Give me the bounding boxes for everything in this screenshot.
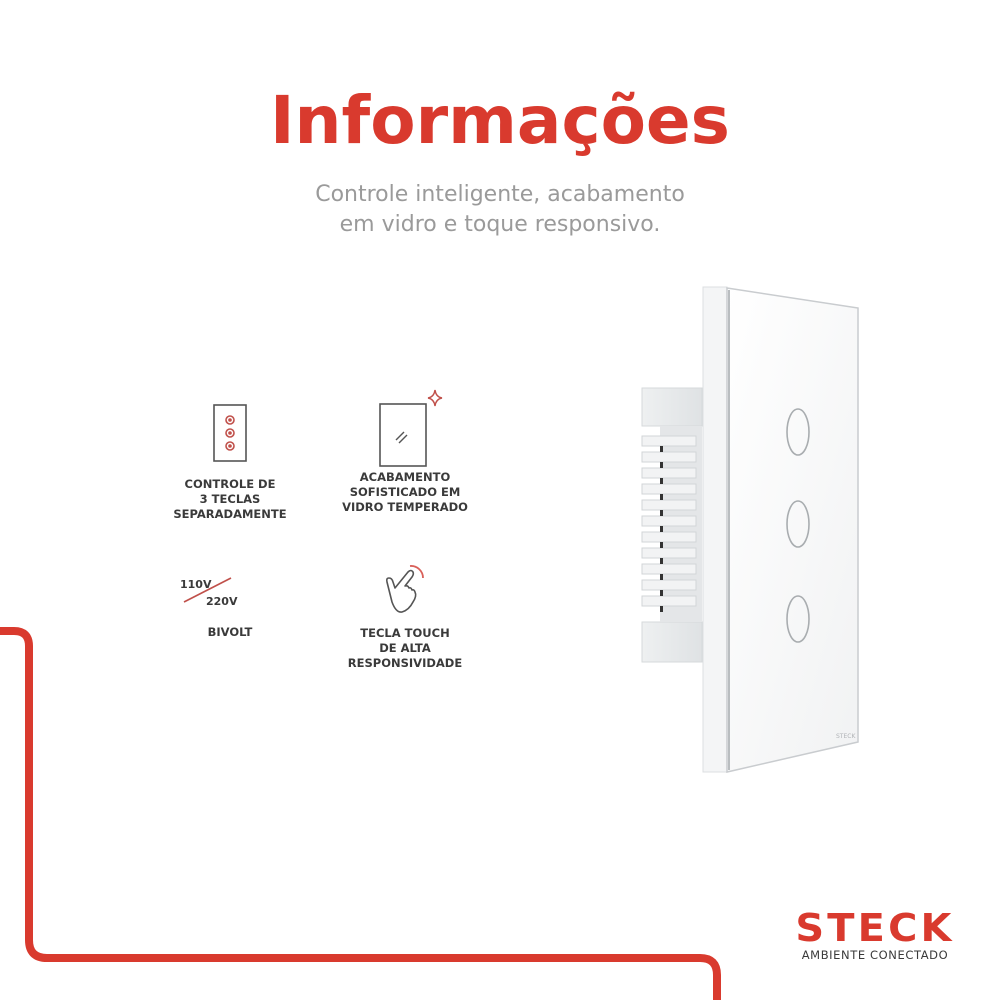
feature-label-line: BIVOLT <box>207 625 253 639</box>
brand-name: STECK <box>795 906 955 950</box>
voltage-220-label: 220V <box>206 595 238 608</box>
feature-label-line: SEPARADAMENTE <box>173 507 287 521</box>
subtitle-line-1: Controle inteligente, acabamento <box>315 182 685 207</box>
feature-three-keys: CONTROLE DE 3 TECLAS SEPARADAMENTE <box>150 403 310 522</box>
feature-label-line: 3 TECLAS <box>199 492 261 506</box>
feature-label-line: DE ALTA <box>379 641 431 655</box>
voltage-110-label: 110V <box>180 578 212 591</box>
feature-glass-finish: ACABAMENTO SOFISTICADO EM VIDRO TEMPERAD… <box>320 388 490 515</box>
feature-label-line: TECLA TOUCH <box>360 626 450 640</box>
three-keys-switch-icon <box>213 404 247 462</box>
feature-label-line: CONTROLE DE <box>184 477 276 491</box>
panel-brand-mark: STECK <box>836 733 856 740</box>
subtitle-line-2: em vidro e toque responsivo. <box>339 212 661 237</box>
page-subtitle: Controle inteligente, acabamento em vidr… <box>0 180 1000 240</box>
page-title: Informações <box>270 82 730 159</box>
touch-hand-icon <box>385 565 424 613</box>
feature-label-line: RESPONSIVIDADE <box>347 656 463 670</box>
feature-bivolt: 110V 220V BIVOLT <box>150 572 310 647</box>
steck-logo: STECK AMBIENTE CONECTADO <box>790 908 960 962</box>
glass-panel-icon <box>379 389 443 467</box>
feature-label-line: SOFISTICADO EM <box>349 485 461 499</box>
feature-label-line: ACABAMENTO <box>359 470 451 484</box>
feature-touch-key: TECLA TOUCH DE ALTA RESPONSIVIDADE <box>330 558 480 671</box>
feature-label-line: VIDRO TEMPERADO <box>342 500 468 514</box>
brand-tagline: AMBIENTE CONECTADO <box>801 948 949 962</box>
bivolt-icon: 110V 220V <box>150 572 310 617</box>
